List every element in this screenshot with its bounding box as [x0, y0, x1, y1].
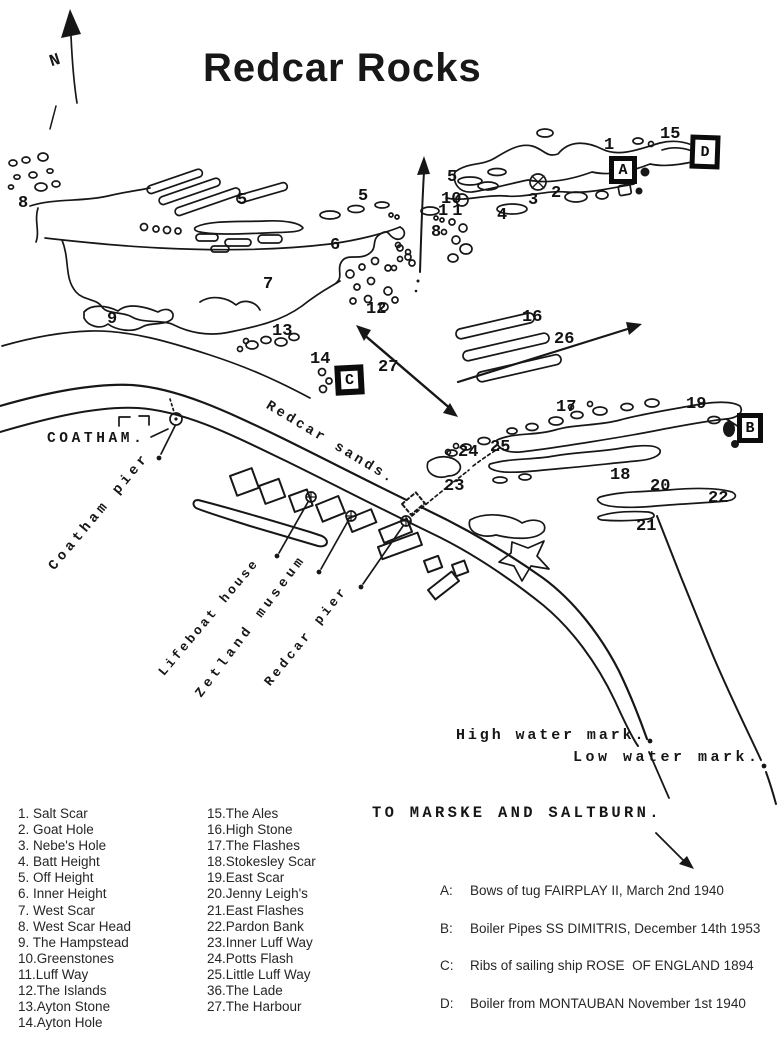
- map-number-label: 8: [18, 194, 29, 213]
- map-number-label: 1: [604, 136, 615, 155]
- page-title: Redcar Rocks: [203, 46, 482, 90]
- map-number-label: 13: [272, 322, 293, 341]
- hampstead-rocks: [1, 305, 311, 399]
- map-number-label: 7: [263, 275, 274, 294]
- ayton-stone-rocks: [236, 332, 300, 353]
- map-number-label: 18: [610, 466, 631, 485]
- map-number-label: 3: [528, 191, 539, 210]
- map-number-label: 10: [441, 190, 462, 209]
- legend-item: 14.Ayton Hole: [18, 1015, 103, 1031]
- wreck-notes: A: Bows of tug FAIRPLAY II, March 2nd 19…: [440, 883, 760, 1033]
- legend-item: 9. The Hampstead: [18, 934, 129, 950]
- map-number-label: 4: [497, 206, 508, 225]
- map-number-label: 15: [660, 125, 681, 144]
- legend-item: 23.Inner Luff Way: [207, 934, 313, 950]
- legend-item: 8. West Scar Head: [18, 918, 132, 934]
- islands-rocks: [345, 241, 416, 312]
- legend-item: 24.Potts Flash: [207, 950, 294, 966]
- wreck-note-text: Boiler from MONTAUBAN November 1st 1940: [470, 995, 746, 1011]
- legend-item: 10.Greenstones: [18, 950, 115, 966]
- wreck-note: B: Boiler Pipes SS DIMITRIS, December 14…: [440, 921, 760, 936]
- map-number-label: 6: [330, 236, 341, 255]
- legend-item: 27.The Harbour: [207, 999, 302, 1015]
- legend-item: 5. Off Height: [18, 870, 94, 886]
- legend-item: 15.The Ales: [207, 806, 279, 821]
- map-number-label: 20: [650, 477, 671, 496]
- high-water-mark-label: High water mark.: [456, 727, 647, 744]
- legend-item: 22.Pardon Bank: [207, 918, 304, 934]
- legend-item: 18.Stokesley Scar: [207, 854, 316, 870]
- east-scar-rocks: [426, 398, 743, 582]
- vertical-arrow: [414, 156, 430, 293]
- town-buildings: [192, 467, 470, 601]
- map-number-label: 5: [237, 191, 248, 210]
- map-number-label: 14: [310, 350, 331, 369]
- harbour-arrow: [356, 325, 458, 417]
- west-scar-lower-outline: [61, 239, 341, 335]
- legend-item: 20.Jenny Leigh's: [207, 886, 308, 902]
- map-number-label: 21: [636, 517, 657, 536]
- low-water-line: [656, 515, 777, 805]
- west-scar-head-rocks: [7, 152, 61, 192]
- high-stone-rocks: [455, 312, 642, 384]
- low-water-mark-label: Low water mark.: [573, 749, 761, 766]
- legend-item: 25.Little Luff Way: [207, 966, 311, 982]
- legend-item: 3. Nebe's Hole: [18, 838, 107, 854]
- wreck-marker-d: D: [689, 134, 721, 170]
- map-number-label: 23: [444, 477, 465, 496]
- map-number-label: 16: [522, 308, 543, 327]
- wreck-note-text: Ribs of sailing ship ROSE OF ENGLAND 189…: [470, 958, 754, 973]
- wreck-note-letter: D:: [440, 995, 454, 1011]
- coatham-label: COATHAM.: [47, 431, 146, 447]
- legend-item: 13.Ayton Stone: [18, 999, 111, 1015]
- map-number-label: 17: [556, 398, 577, 417]
- map-number-label: 24: [458, 443, 479, 462]
- legend-item: 36.The Lade: [207, 983, 283, 999]
- wreck-marker-c: C: [334, 364, 365, 396]
- wreck-note: C: Ribs of sailing ship ROSE OF ENGLAND …: [440, 958, 760, 973]
- salt-scar-rocks: [388, 128, 705, 263]
- legend-item: 2. Goat Hole: [18, 822, 94, 838]
- landmark-leaders: [274, 442, 509, 590]
- wreck-note-text: Bows of tug FAIRPLAY II, March 2nd 1940: [470, 883, 724, 898]
- wreck-marker-b: B: [737, 413, 763, 443]
- to-marske-label: TO MARSKE AND SALTBURN.: [372, 804, 662, 822]
- map-number-label: 5: [358, 187, 369, 206]
- wreck-marker-a: A: [609, 156, 637, 184]
- legend-item: 12.The Islands: [18, 983, 107, 999]
- legend-item: 7. West Scar: [18, 902, 96, 918]
- map-number-label: 22: [708, 489, 729, 508]
- map-number-label: 5: [447, 168, 458, 187]
- legend-item: 19.East Scar: [207, 870, 285, 886]
- wreck-note-text: Boiler Pipes SS DIMITRIS, December 14th …: [470, 920, 761, 936]
- wreck-note-letter: A:: [440, 883, 453, 898]
- map-number-label: 8: [431, 223, 442, 242]
- legend-column-2: 15.The Ales 16.High Stone 17.The Flashes…: [207, 806, 316, 1015]
- legend-item: 21.East Flashes: [207, 902, 304, 918]
- map-number-label: 19: [686, 395, 707, 414]
- legend-item: 11.Luff Way: [18, 966, 89, 982]
- legend-column-1: 1. Salt Scar 2. Goat Hole 3. Nebe's Hole…: [18, 806, 131, 1031]
- wreck-note: D: Boiler from MONTAUBAN November 1st 19…: [440, 996, 760, 1011]
- legend-item: 1. Salt Scar: [18, 806, 88, 821]
- map-number-label: 25: [490, 438, 511, 457]
- map-number-label: 12: [366, 300, 387, 319]
- legend-item: 4. Batt Height: [18, 854, 100, 870]
- map-number-label: 26: [554, 330, 575, 349]
- wreck-note-letter: C:: [440, 958, 454, 973]
- north-arrow-icon: [49, 9, 81, 130]
- legend-item: 6. Inner Height: [18, 886, 107, 902]
- map-number-label: 27: [378, 358, 399, 377]
- map-number-label: 11: [438, 202, 467, 221]
- legend-item: 16.High Stone: [207, 822, 293, 838]
- legend-item: 17.The Flashes: [207, 838, 301, 854]
- wreck-note: A: Bows of tug FAIRPLAY II, March 2nd 19…: [440, 883, 760, 898]
- map-number-label: 2: [551, 184, 562, 203]
- map-number-label: 9: [107, 310, 118, 329]
- marske-arrow: [655, 832, 694, 869]
- west-scar-rocks: [29, 168, 406, 284]
- ayton-hole-rocks: [317, 367, 333, 394]
- wreck-note-letter: B:: [440, 920, 453, 936]
